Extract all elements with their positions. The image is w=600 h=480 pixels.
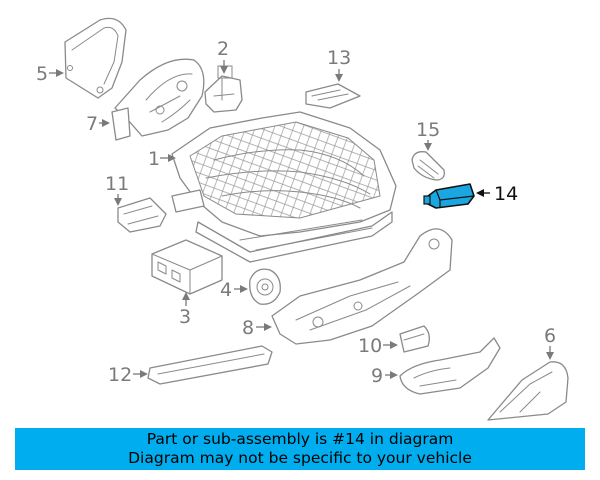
part-11-track-cover[interactable] — [117, 197, 167, 233]
callout-label-3: 3 — [179, 306, 191, 328]
callout-label-9: 9 — [371, 365, 383, 387]
part-4-motor[interactable] — [249, 268, 281, 305]
callout-label-15: 15 — [416, 119, 440, 141]
part-7-recliner-cover[interactable] — [111, 58, 205, 141]
part-8-outer-shield[interactable] — [271, 228, 453, 345]
callout-5: 5 — [36, 63, 64, 85]
callout-2: 2 — [217, 38, 229, 74]
part-13-rail-trim[interactable] — [305, 83, 361, 109]
part-5-side-shield[interactable] — [64, 17, 127, 99]
callout-8: 8 — [242, 317, 272, 339]
callout-13: 13 — [327, 47, 351, 82]
callout-3: 3 — [179, 292, 191, 328]
callout-4: 4 — [220, 279, 248, 301]
callout-label-12: 12 — [108, 364, 132, 386]
part-12-trim-strip[interactable] — [147, 345, 273, 385]
callout-label-11: 11 — [105, 173, 129, 195]
callout-9: 9 — [371, 365, 398, 387]
callout-label-4: 4 — [220, 279, 232, 301]
part-10-knob[interactable] — [399, 325, 430, 353]
callout-1: 1 — [148, 148, 176, 170]
callout-label-1: 1 — [148, 148, 160, 170]
callout-6: 6 — [544, 325, 556, 360]
callout-label-6: 6 — [544, 325, 556, 347]
banner-line-2: Diagram may not be specific to your vehi… — [128, 449, 472, 467]
callout-label-5: 5 — [36, 63, 48, 85]
part-9-lower-trim[interactable] — [399, 337, 501, 395]
callout-15: 15 — [416, 119, 440, 151]
callout-label-2: 2 — [217, 38, 229, 60]
callout-label-14: 14 — [494, 183, 518, 205]
part-2-bracket[interactable] — [204, 65, 243, 113]
callout-label-8: 8 — [242, 317, 254, 339]
part-15-connector[interactable] — [411, 151, 445, 181]
callout-11: 11 — [105, 173, 129, 206]
parts-diagram: 1 2 3 4 5 6 7 8 9 10 — [36, 17, 569, 421]
part-3-control-module[interactable] — [151, 239, 223, 295]
callout-12: 12 — [108, 364, 148, 386]
callout-7: 7 — [86, 113, 110, 135]
part-6-end-cap[interactable] — [487, 361, 569, 421]
callout-label-13: 13 — [327, 47, 351, 69]
part-14-switch-module[interactable] — [423, 183, 475, 209]
callout-14: 14 — [476, 183, 518, 205]
part-1-seat-frame[interactable] — [171, 111, 397, 263]
info-banner: Part or sub-assembly is #14 in diagram D… — [15, 428, 585, 470]
callout-label-7: 7 — [86, 113, 98, 135]
banner-line-1: Part or sub-assembly is #14 in diagram — [146, 430, 454, 448]
callout-label-10: 10 — [358, 335, 382, 357]
callout-10: 10 — [358, 335, 398, 357]
